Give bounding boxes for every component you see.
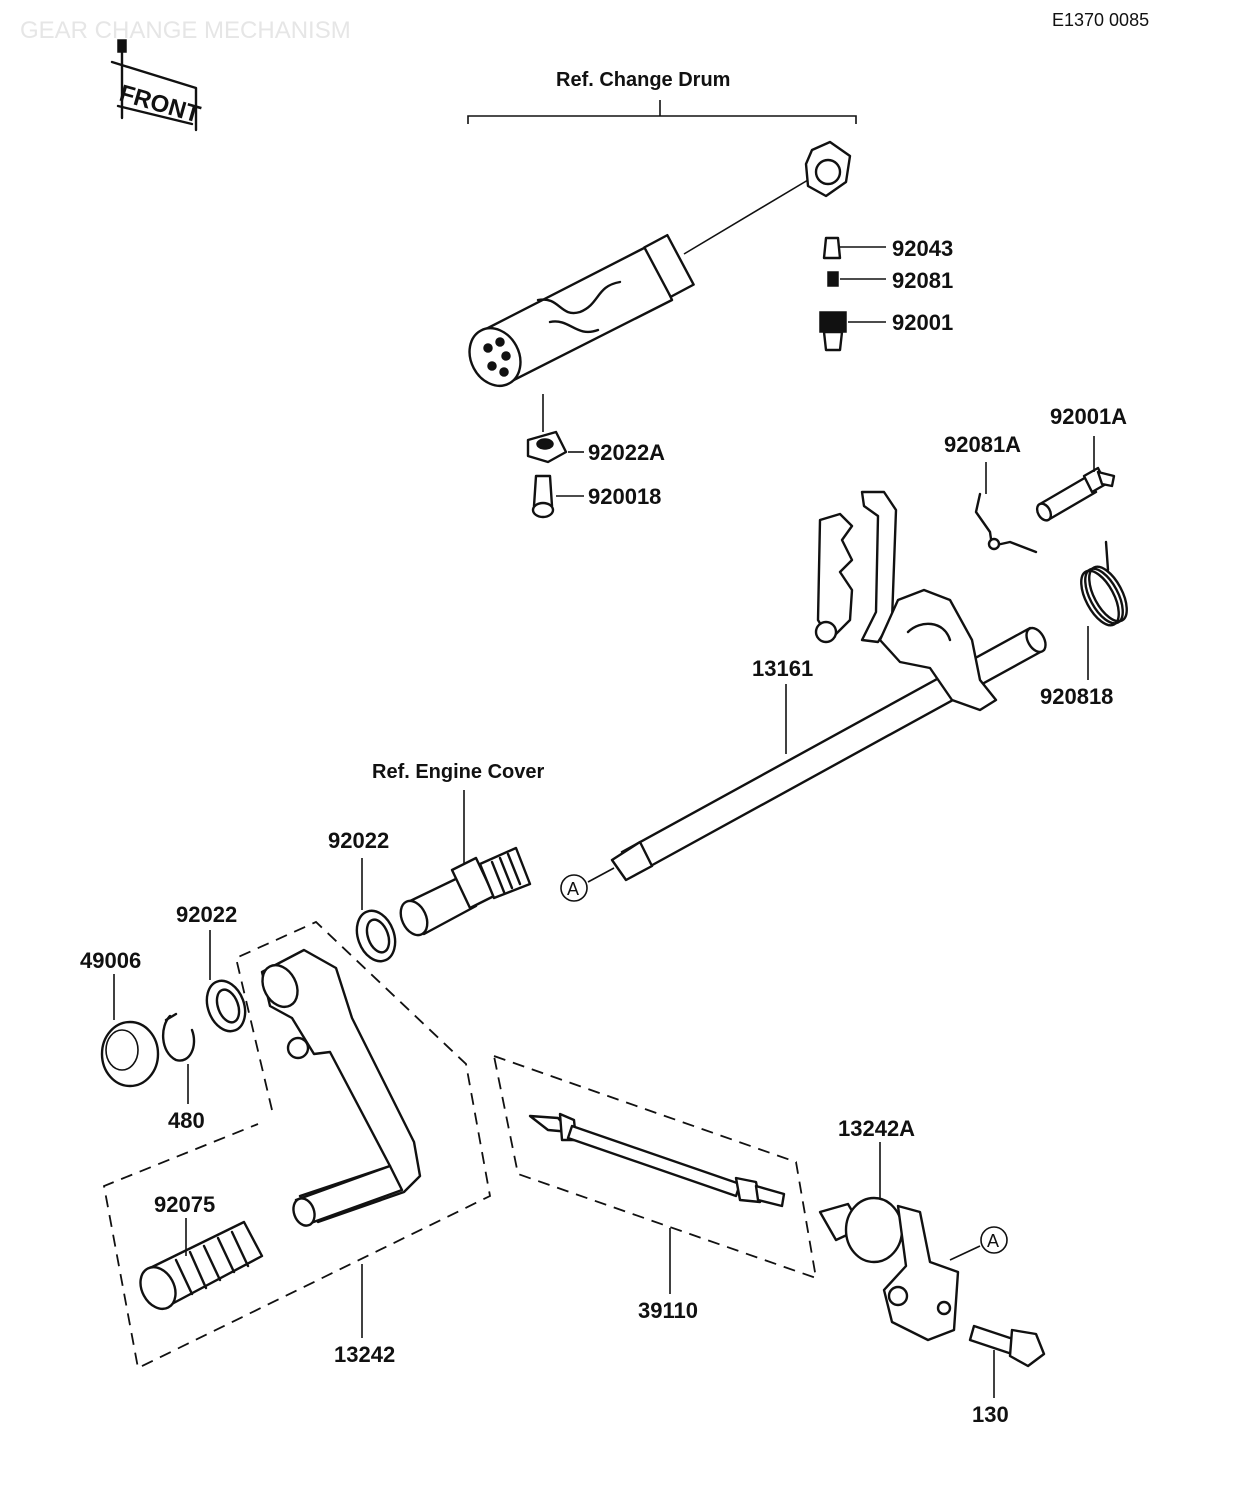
change-drum-ref-bracket: Ref. Change Drum (467, 69, 857, 124)
front-direction-indicator: FRONT (110, 39, 204, 132)
part-92081 (827, 271, 839, 287)
marker-a-left: A (560, 867, 615, 902)
svg-text:A: A (987, 1231, 999, 1251)
callout-92075: 92075 (154, 1192, 215, 1217)
part-92001 (819, 311, 847, 333)
part-130 (968, 1324, 1046, 1398)
part-92075 (139, 1218, 264, 1311)
part-92022-lower (205, 930, 247, 1033)
part-92001a (1035, 436, 1116, 522)
callout-920818: 920818 (1040, 684, 1113, 709)
part-49006 (100, 974, 160, 1088)
callout-49006: 49006 (80, 948, 141, 973)
part-13242a (818, 1142, 960, 1342)
part-480 (162, 1012, 196, 1104)
callout-92081a: 92081A (944, 432, 1021, 457)
callout-13242: 13242 (334, 1342, 395, 1367)
callout-92043: 92043 (892, 236, 953, 261)
callout-13242a: 13242A (838, 1116, 915, 1141)
part-92022-upper (355, 858, 397, 963)
callout-92001: 92001 (892, 310, 953, 335)
callout-92022-upper: 92022 (328, 828, 389, 853)
svg-text:A: A (567, 879, 579, 899)
marker-a-right: A (949, 1226, 1008, 1261)
part-920818 (1080, 540, 1128, 680)
ref-change-drum-label: Ref. Change Drum (556, 69, 730, 91)
callout-92081: 92081 (892, 268, 953, 293)
callout-92022a: 92022A (588, 440, 665, 465)
callout-480: 480 (168, 1108, 205, 1133)
diagram-title-watermark: GEAR CHANGE MECHANISM (20, 17, 351, 44)
change-drum (468, 140, 852, 387)
part-92043 (822, 236, 842, 260)
drum-positioner-parts (819, 236, 886, 352)
engine-cover-pivot-bolt (399, 846, 532, 937)
ref-engine-cover-label: Ref. Engine Cover (372, 761, 544, 783)
callout-92022-lower: 92022 (176, 902, 237, 927)
callout-920018: 920018 (588, 484, 661, 509)
part-39110 (492, 1054, 818, 1294)
gear-shift-shaft (610, 490, 1047, 882)
callout-92001a: 92001A (1050, 404, 1127, 429)
shift-pedal-assembly (102, 920, 492, 1370)
part-92081a (974, 462, 1038, 554)
drum-retainer-parts (526, 394, 584, 519)
diagram-code: E1370 0085 (1052, 10, 1149, 30)
part-920018 (532, 474, 554, 508)
callout-13161: 13161 (752, 656, 813, 681)
callout-39110: 39110 (638, 1298, 698, 1323)
callout-130: 130 (972, 1402, 1009, 1427)
